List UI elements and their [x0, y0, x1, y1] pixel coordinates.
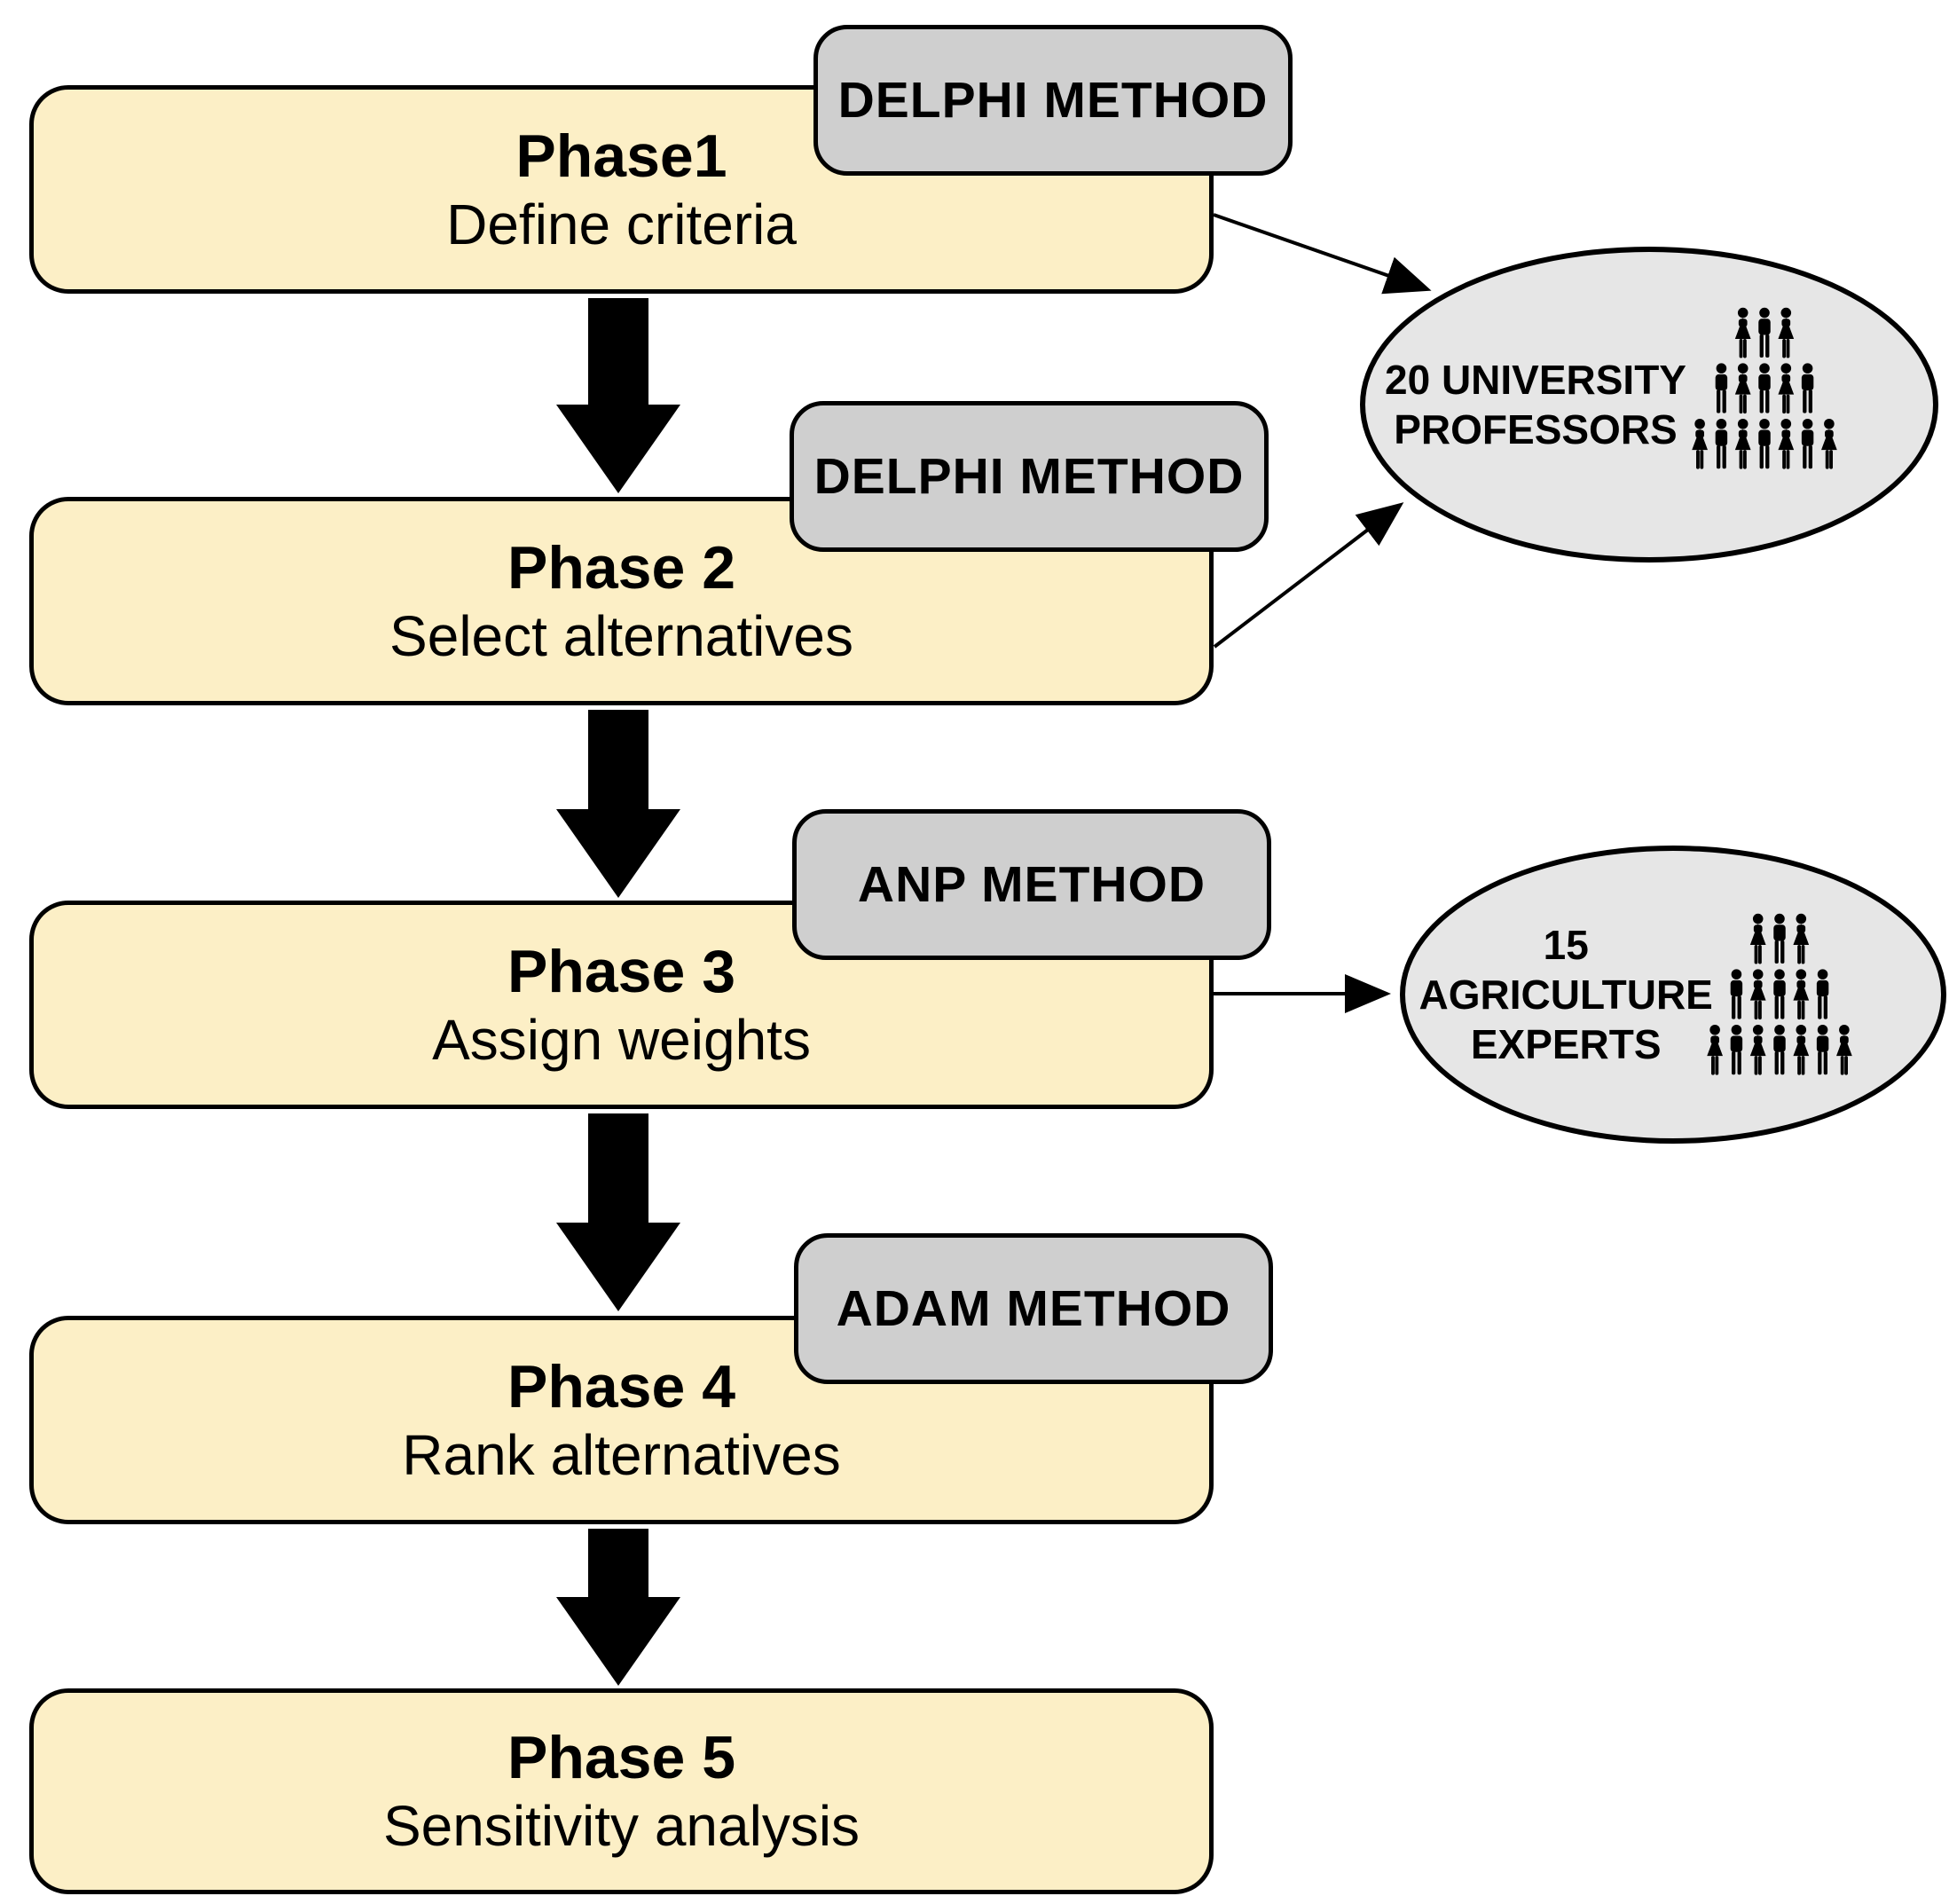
person-icon: [1749, 969, 1766, 1020]
phase-subtitle: Rank alternatives: [402, 1422, 841, 1487]
person-icon: [1836, 1024, 1852, 1075]
method-tag-label: DELPHI METHOD: [837, 72, 1269, 129]
person-icon: [1749, 913, 1766, 964]
person-icon: [1821, 418, 1837, 469]
experts-ellipse: 15 AGRICULTURE EXPERTS: [1400, 846, 1946, 1144]
professors-label: 20 UNIVERSITY PROFESSORS: [1365, 355, 1706, 454]
person-icon: [1793, 969, 1810, 1020]
person-icon: [1793, 1024, 1810, 1075]
person-icon: [1734, 363, 1751, 414]
person-icon: [1758, 307, 1771, 358]
person-icon: [1816, 969, 1829, 1019]
person-icon: [1715, 418, 1728, 469]
person-icon: [1778, 418, 1795, 469]
block-arrow-phase1-phase2: [556, 298, 680, 493]
phase-title: Phase1: [515, 122, 727, 190]
phase-subtitle: Sensitivity analysis: [382, 1794, 861, 1859]
method-tag-delphi-1: DELPHI METHOD: [813, 25, 1293, 176]
person-icon: [1801, 418, 1814, 469]
person-icon: [1734, 307, 1751, 358]
method-tag-delphi-2: DELPHI METHOD: [790, 401, 1269, 552]
thin-arrow-phase2-professors: [1213, 502, 1404, 649]
person-icon: [1773, 913, 1786, 964]
phase-title: Phase 4: [507, 1352, 736, 1420]
person-icon: [1793, 913, 1810, 964]
method-tag-label: ADAM METHOD: [836, 1280, 1231, 1337]
phase-subtitle: Assign weights: [432, 1007, 811, 1072]
person-icon: [1715, 363, 1728, 413]
person-icon: [1734, 418, 1751, 469]
person-icon: [1730, 1024, 1743, 1075]
person-icon: [1778, 363, 1795, 414]
thin-arrow-phase1-professors: [1213, 213, 1432, 295]
phase-title: Phase 5: [507, 1724, 736, 1792]
person-icon: [1773, 1024, 1786, 1075]
person-icon: [1758, 418, 1771, 469]
method-tag-anp: ANP METHOD: [792, 809, 1271, 960]
block-arrow-phase2-phase3: [556, 710, 680, 898]
person-icon: [1758, 363, 1771, 413]
method-tag-adam: ADAM METHOD: [794, 1233, 1273, 1384]
experts-label-line1: 15 AGRICULTURE: [1419, 921, 1713, 1018]
phase-box-5: Phase 5 Sensitivity analysis: [29, 1688, 1214, 1894]
experts-label: 15 AGRICULTURE EXPERTS: [1405, 920, 1726, 1069]
experts-label-line2: EXPERTS: [1470, 1021, 1662, 1068]
person-icon: [1778, 307, 1795, 358]
person-icon: [1749, 1024, 1766, 1075]
professors-ellipse: 20 UNIVERSITY PROFESSORS: [1360, 247, 1938, 563]
block-arrow-phase4-phase5: [556, 1529, 680, 1686]
method-tag-label: ANP METHOD: [857, 856, 1206, 913]
person-icon: [1801, 363, 1814, 413]
phase-subtitle: Define criteria: [446, 192, 797, 256]
person-icon: [1773, 969, 1786, 1019]
person-icon: [1816, 1024, 1829, 1075]
block-arrow-phase3-phase4: [556, 1113, 680, 1311]
person-icon: [1692, 418, 1708, 469]
professors-label-line1: 20 UNIVERSITY: [1385, 356, 1686, 403]
person-icon: [1730, 969, 1743, 1019]
phase-title: Phase 2: [507, 533, 736, 602]
professors-label-line2: PROFESSORS: [1394, 406, 1678, 452]
method-tag-label: DELPHI METHOD: [813, 448, 1245, 505]
phase-title: Phase 3: [507, 937, 736, 1005]
phase-subtitle: Select alternatives: [389, 603, 853, 668]
person-icon: [1707, 1024, 1723, 1075]
people-crowd-icon: [1707, 913, 1852, 1075]
people-crowd-icon: [1692, 307, 1837, 469]
